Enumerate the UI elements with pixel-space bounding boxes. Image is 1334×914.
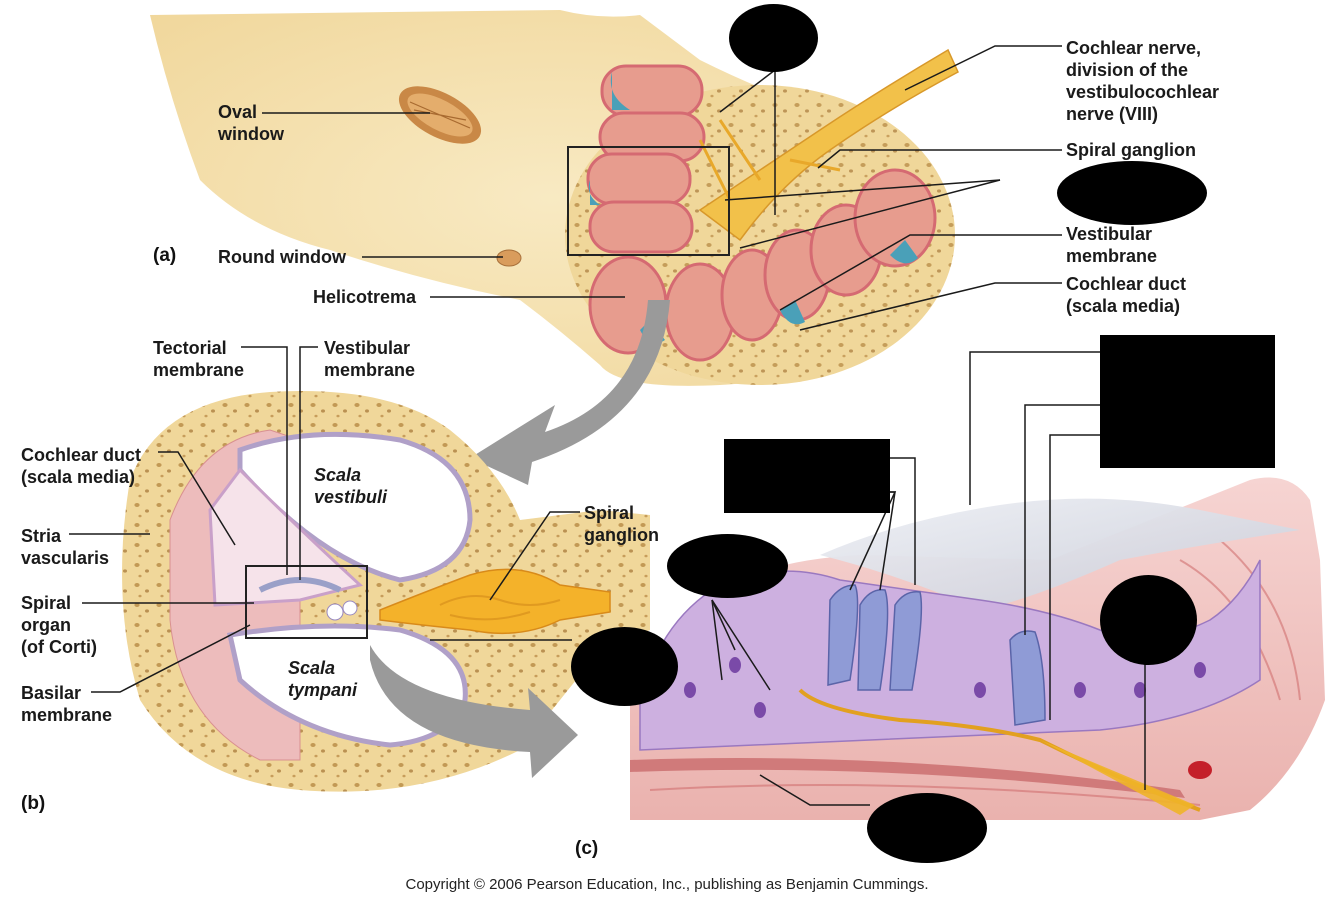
label-scala-vestibuli: Scala vestibuli [314,465,388,507]
panel-label-c: (c) [575,838,599,859]
label-helicotrema: Helicotrema [313,287,417,307]
redacted-label-oval-c2 [1100,575,1197,665]
panel-a-inset-box [567,146,730,256]
outer-hair-cells [827,584,923,691]
tectorial-membrane-shape [820,498,1300,610]
panel-b-inset-box [245,565,368,639]
label-spiral-ganglion-a: Spiral ganglion [1066,140,1197,160]
label-tectorial-membrane: Tectorial membrane [153,338,245,380]
arrow-b-to-c [370,645,578,778]
label-stria-vascularis: Stria vascularis [21,526,110,568]
scala-vestibuli-shape [237,431,473,583]
cochlear-turns-left [586,64,706,254]
label-cochlear-duct-a: Cochlear duct (scala media) [1066,274,1187,316]
cochlear-nerve-shape [698,48,959,242]
oval-window-shape [398,86,482,144]
label-vestibular-membrane-a: Vestibular membrane [1066,224,1158,266]
copyright-notice: Copyright © 2006 Pearson Education, Inc.… [405,876,929,893]
round-window-shape [496,249,522,267]
label-spiral-organ: Spiral organ (of Corti) [21,593,97,657]
cochlear-turns-lower [588,168,937,362]
redacted-label-top [729,4,818,72]
basilar-membrane-shape [630,758,1185,798]
panel-label-a: (a) [153,245,177,266]
label-basilar-membrane: Basilar membrane [21,683,113,725]
label-scala-tympani: Scala tympani [288,658,358,700]
redacted-label-oval-c3 [571,627,678,706]
redacted-label-oval-c1 [667,534,788,598]
cochlear-duct-shape [208,467,364,607]
leader-lines [69,45,1146,806]
panel-c-drawing [630,477,1325,820]
redacted-label-oval-c4 [867,793,987,863]
label-oval-window: Oval window [218,102,284,144]
redacted-label-box-c2 [724,439,890,513]
panel-a-drawing [150,10,959,386]
panel-b-drawing [122,391,650,792]
arrow-a-to-b [470,300,670,485]
label-cochlear-nerve: Cochlear nerve, division of the vestibul… [1066,38,1220,124]
panel-label-b: (b) [21,793,46,814]
label-vestibular-membrane-b: Vestibular membrane [324,338,416,380]
redacted-label-box-c1 [1100,335,1275,468]
inner-hair-cell [1009,630,1046,726]
label-spiral-ganglion-b: Spiral ganglion [584,503,659,545]
label-cochlear-duct-b: Cochlear duct (scala media) [21,445,142,487]
label-round-window: Round window [218,247,346,267]
redacted-label-right-a [1057,161,1207,225]
spiral-ganglion-shape [379,568,611,635]
